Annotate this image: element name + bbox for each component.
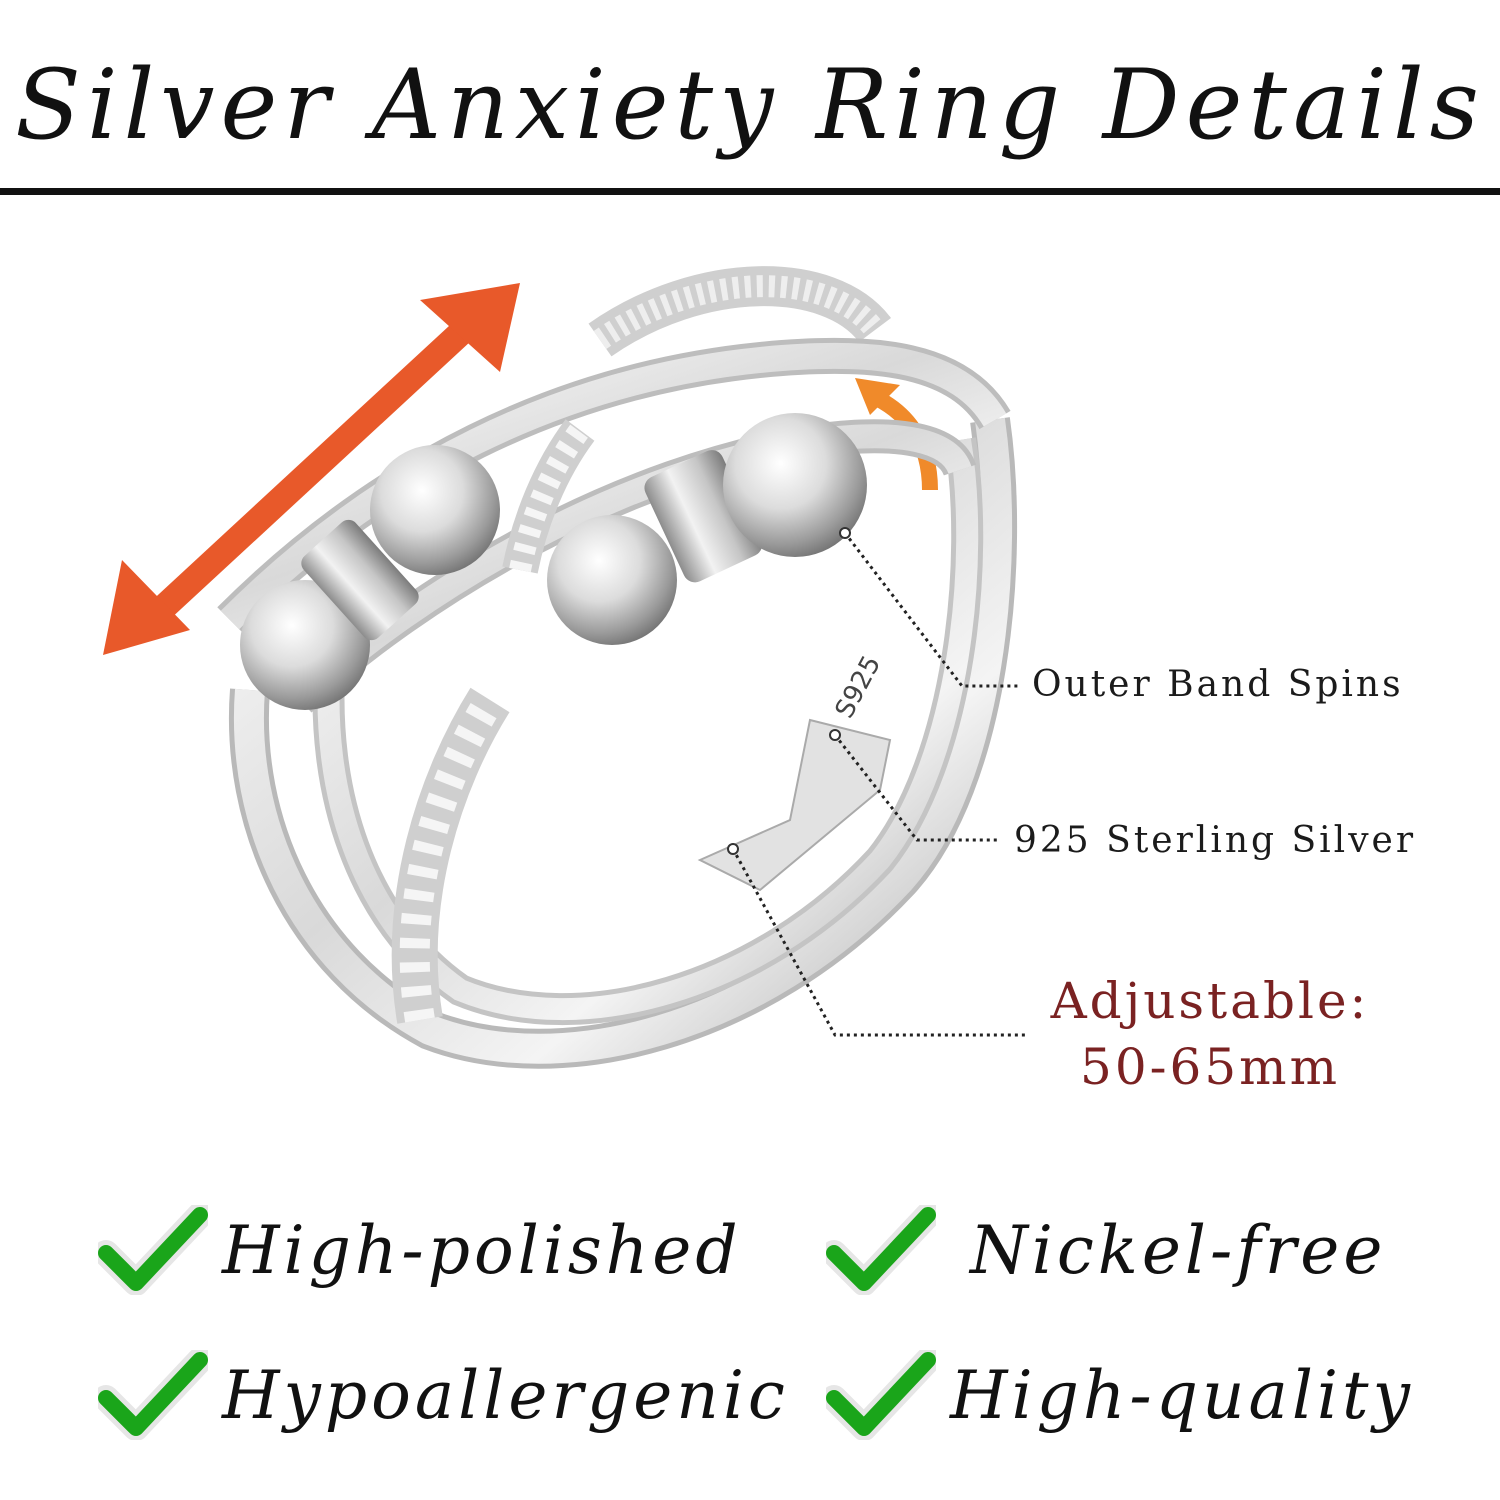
feature-label: High-quality xyxy=(950,1356,1414,1434)
feature-high-polished: High-polished xyxy=(98,1195,742,1305)
checkmark-icon xyxy=(826,1205,936,1295)
checkmark-icon xyxy=(98,1350,208,1440)
page-title: Silver Anxiety Ring Details xyxy=(15,49,1485,161)
feature-label: Hypoallergenic xyxy=(222,1356,789,1434)
callout-adjustable: Adjustable: 50-65mm xyxy=(1040,968,1380,1100)
feature-nickel-free: Nickel-free xyxy=(826,1195,1386,1305)
title-divider xyxy=(0,188,1500,195)
callout-sterling-silver: 925 Sterling Silver xyxy=(1014,820,1417,861)
feature-label: Nickel-free xyxy=(970,1211,1387,1289)
checkmark-icon xyxy=(98,1205,208,1295)
checkmark-icon xyxy=(826,1350,936,1440)
adjustable-value: 50-65mm xyxy=(1080,1038,1340,1096)
slide-arrow-icon xyxy=(103,283,520,655)
ring-stamp: S925 xyxy=(830,651,888,723)
adjustable-label: Adjustable: xyxy=(1050,972,1370,1030)
feature-hypoallergenic: Hypoallergenic xyxy=(98,1340,789,1450)
feature-high-quality: High-quality xyxy=(826,1340,1414,1450)
callout-outer-band: Outer Band Spins xyxy=(1032,664,1404,705)
feature-label: High-polished xyxy=(222,1211,742,1289)
